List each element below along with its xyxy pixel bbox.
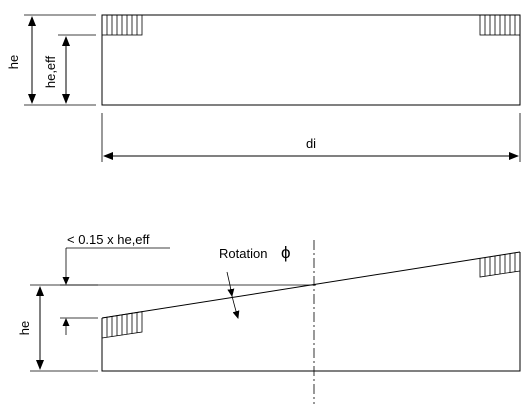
top-right-hatch [479, 14, 521, 36]
he-label-bottom: he [17, 321, 32, 335]
bottom-left-hatch [101, 311, 143, 339]
rotated-slab-outline [101, 252, 521, 372]
di-label: di [306, 136, 316, 151]
top-figure: he he,eff di [6, 14, 521, 162]
bottom-figure: he < 0.15 x he,eff Rotation ϕ [17, 232, 521, 404]
top-slab [101, 14, 521, 106]
he-eff-label: he,eff [43, 55, 58, 88]
top-left-hatch [101, 14, 143, 36]
rotation-label: Rotation [219, 246, 267, 261]
phi-symbol: ϕ [281, 243, 291, 262]
offset-limit-label: < 0.15 x he,eff [67, 232, 150, 247]
rotation-angle-arc [226, 271, 235, 297]
he-label-top: he [6, 55, 21, 69]
bottom-right-hatch [479, 252, 521, 278]
